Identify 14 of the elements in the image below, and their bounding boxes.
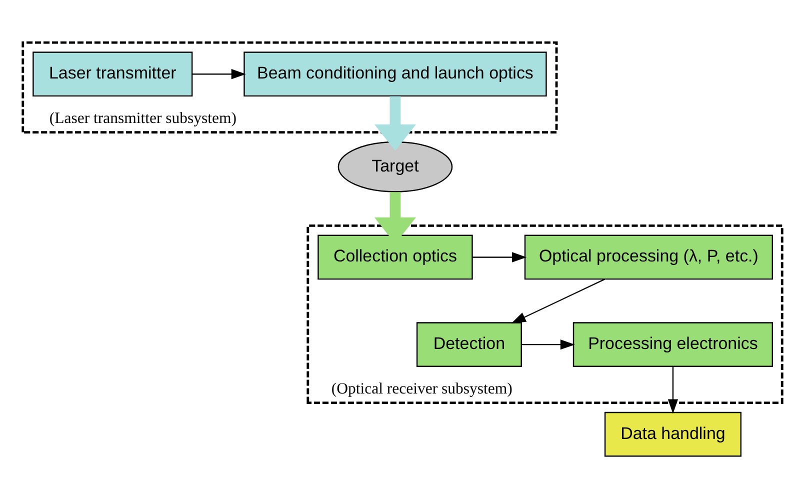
node-box: Beam conditioning and launch optics: [244, 51, 547, 96]
arrow: [511, 278, 606, 323]
arrow: [472, 252, 527, 262]
node-box: Detection: [416, 322, 522, 366]
node-box: Data handling: [604, 411, 742, 456]
node-box: Collection optics: [318, 234, 473, 280]
node-box: Processing electronics: [572, 322, 774, 366]
arrow: [192, 68, 246, 79]
arrow: [522, 338, 575, 350]
node-box: Optical processing (λ, P, etc.): [524, 234, 774, 280]
arrow: [374, 96, 416, 150]
node-ellipse: Target: [338, 140, 453, 192]
node-box: Laser transmitter: [32, 51, 193, 96]
arrow: [668, 366, 678, 414]
